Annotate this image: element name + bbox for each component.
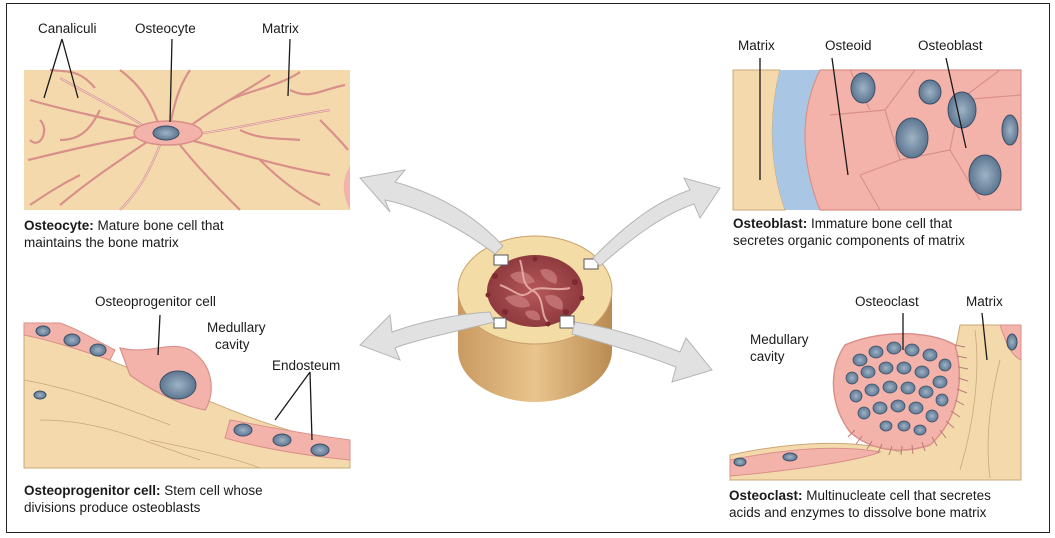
osteoblast-nucleus — [1002, 115, 1018, 145]
caption-text: Immature bone cell that — [811, 216, 952, 231]
label-osteoclast: Osteoclast — [855, 294, 919, 310]
osteocyte-nucleus — [153, 126, 179, 140]
label-osteocyte-matrix: Matrix — [262, 21, 299, 37]
label-endosteum: Endosteum — [272, 358, 340, 374]
caption-text: Mature bone cell that — [98, 218, 224, 233]
caption-text: secretes organic components of matrix — [733, 233, 965, 248]
caption-text: Stem cell whose — [164, 483, 262, 498]
caption-text: maintains the bone matrix — [24, 235, 179, 250]
osteoblast-nucleus — [919, 80, 941, 104]
label-osteocyte: Osteocyte — [135, 21, 196, 37]
osteoblast-nucleus — [969, 155, 1001, 195]
label-osteoblast-matrix: Matrix — [738, 38, 775, 54]
label-osteoid: Osteoid — [825, 38, 872, 54]
osteoblast-nucleus — [948, 92, 976, 128]
caption-title: Osteoprogenitor cell: — [24, 483, 161, 498]
osteoblast-nucleus — [896, 118, 928, 158]
label-osteoprogenitor-cell: Osteoprogenitor cell — [95, 294, 216, 310]
caption-text: acids and enzymes to dissolve bone matri… — [729, 505, 986, 520]
arrow-to-osteoblast — [593, 178, 720, 266]
osteoblast-panel — [733, 58, 1021, 210]
caption-osteoblast: Osteoblast: Immature bone cell that secr… — [733, 215, 1033, 249]
label-osteoclast-matrix: Matrix — [966, 294, 1003, 310]
caption-text: Multinucleate cell that secretes — [806, 488, 991, 503]
osteocyte-panel — [24, 39, 350, 210]
caption-osteoclast: Osteoclast: Multinucleate cell that secr… — [729, 487, 1039, 521]
caption-title: Osteocyte: — [24, 218, 94, 233]
label-canaliculi: Canaliculi — [38, 21, 97, 37]
osteoprogenitor-panel — [24, 315, 350, 468]
arrow-to-osteocyte — [360, 170, 503, 254]
label-medullary: Medullary — [207, 320, 266, 336]
label-cavity: cavity — [215, 337, 250, 353]
label-cavity: cavity — [750, 349, 785, 365]
label-medullary: Medullary — [750, 332, 809, 348]
caption-osteocyte: Osteocyte: Mature bone cell that maintai… — [24, 217, 354, 251]
caption-text: divisions produce osteoblasts — [24, 500, 200, 515]
osteoblast-nucleus — [851, 73, 875, 103]
label-osteoblast: Osteoblast — [918, 38, 983, 54]
caption-title: Osteoblast: — [733, 216, 807, 231]
caption-title: Osteoclast: — [729, 488, 803, 503]
caption-osteoprogenitor: Osteoprogenitor cell: Stem cell whose di… — [24, 482, 354, 516]
